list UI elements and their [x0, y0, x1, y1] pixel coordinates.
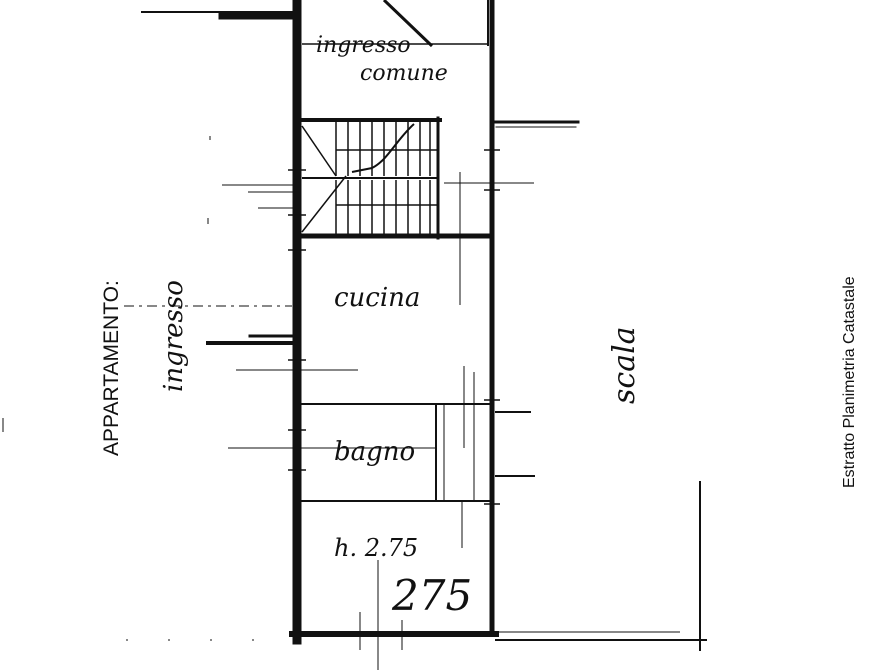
- left-note: ingresso: [159, 280, 189, 392]
- vertical-caption: Estratto Planimetria Catastale: [841, 276, 858, 488]
- walls: [141, 0, 707, 651]
- left-side-label: APPARTAMENTO:: [100, 280, 123, 456]
- label-ingresso: ingresso: [316, 33, 411, 58]
- label-comune: comune: [360, 61, 448, 86]
- label-bagno: bagno: [334, 437, 415, 467]
- stair-treads: [301, 122, 438, 234]
- label-height: h. 2.75: [334, 534, 418, 562]
- construction-lines: [2, 136, 680, 670]
- label-cucina: cucina: [334, 283, 420, 313]
- wall-ticks: [288, 149, 500, 505]
- right-note: scala: [607, 326, 642, 404]
- entry-door: [302, 0, 488, 48]
- label-height-value: 275: [391, 571, 472, 620]
- room-labels: ingresso comune cucina bagno h. 2.75 275: [316, 33, 472, 620]
